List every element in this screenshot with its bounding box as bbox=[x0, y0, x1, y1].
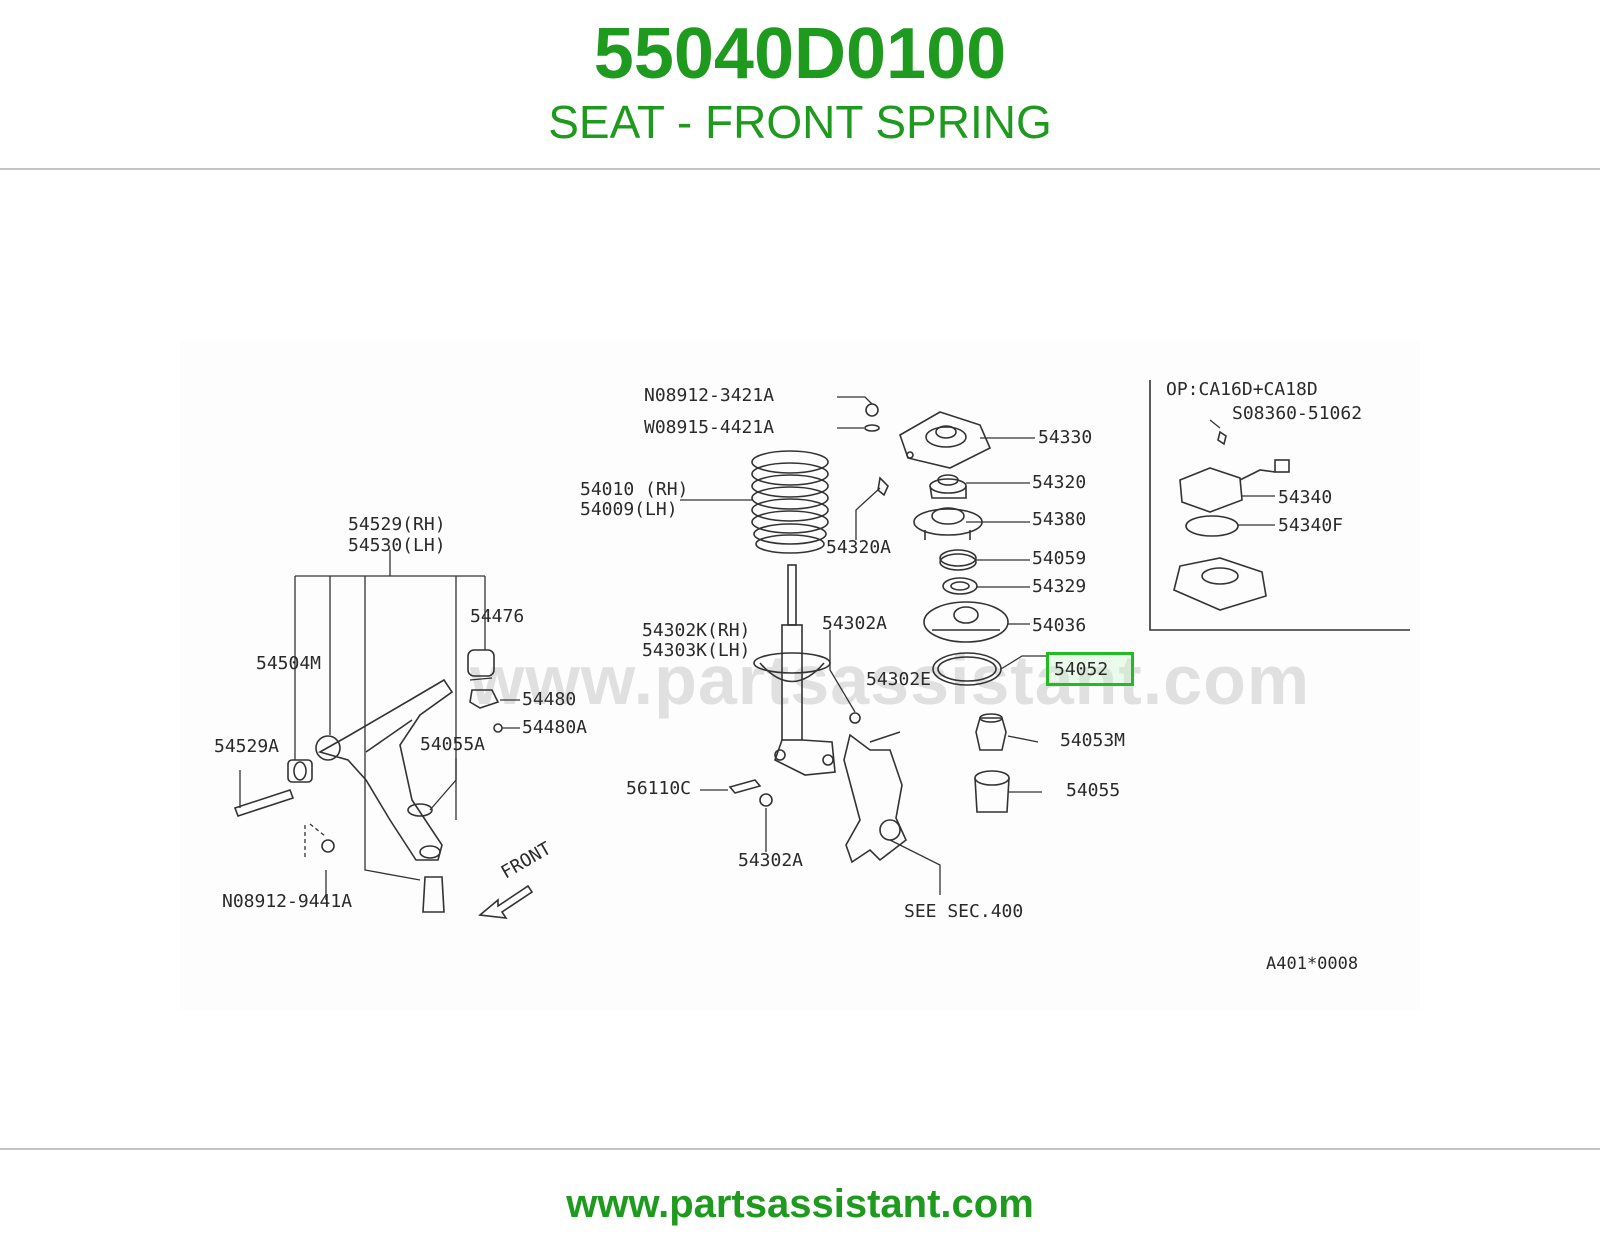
label-54320: 54320 bbox=[1032, 472, 1087, 493]
bolt-54529a bbox=[233, 789, 295, 817]
bolt-54302e bbox=[869, 731, 901, 743]
diagram-drawing bbox=[233, 380, 1410, 919]
label-54303k: 54303K(LH) bbox=[642, 640, 751, 661]
mount-54380 bbox=[913, 507, 983, 540]
label-54055a: 54055A bbox=[420, 734, 486, 755]
label-54380: 54380 bbox=[1032, 509, 1087, 530]
label-08912-9441a: N08912-9441A bbox=[222, 891, 353, 912]
label-54302a-bottom: 54302A bbox=[738, 850, 804, 871]
option-box-border bbox=[1149, 380, 1410, 631]
bushing-54504m bbox=[287, 759, 313, 783]
nut-54302a-lower bbox=[759, 793, 773, 807]
label-54480: 54480 bbox=[522, 689, 577, 710]
insulator-54052 bbox=[932, 652, 1002, 686]
strut-mount-54340 bbox=[1179, 459, 1290, 513]
label-54059: 54059 bbox=[1032, 548, 1087, 569]
bolt-56110c bbox=[728, 779, 762, 794]
label-54480a: 54480A bbox=[522, 717, 588, 738]
label-54476: 54476 bbox=[470, 606, 525, 627]
label-54010: 54010 (RH) bbox=[580, 479, 689, 500]
label-08915-4421a: W08915-4421A bbox=[644, 417, 775, 438]
watermark: www.partsassistant.com bbox=[469, 641, 1311, 719]
part-name-subtitle: SEAT - FRONT SPRING bbox=[548, 96, 1052, 148]
lower-control-arm bbox=[315, 678, 454, 861]
washer-08915 bbox=[864, 424, 880, 432]
label-54302a-top: 54302A bbox=[822, 613, 888, 634]
label-54340f: 54340F bbox=[1278, 515, 1344, 536]
label-see-sec-400: SEE SEC.400 bbox=[904, 901, 1024, 922]
footer-divider bbox=[0, 1148, 1600, 1150]
seat-54036 bbox=[923, 601, 1009, 643]
header-divider bbox=[0, 168, 1600, 170]
label-54529a: 54529A bbox=[214, 736, 280, 757]
bound-bumper-54053m bbox=[975, 713, 1007, 751]
bolt-54320a bbox=[877, 476, 889, 497]
nut-08912 bbox=[865, 403, 879, 417]
label-54052-highlighted[interactable]: 54052 bbox=[1054, 659, 1109, 680]
highlighted-part-box[interactable] bbox=[1046, 652, 1134, 686]
bolt-08360 bbox=[1217, 430, 1227, 446]
bearing-54320 bbox=[929, 474, 967, 499]
label-54329: 54329 bbox=[1032, 576, 1087, 597]
clamp-54480 bbox=[469, 689, 500, 709]
nut-54302a bbox=[849, 712, 861, 724]
dust-cover-54055 bbox=[974, 770, 1010, 813]
front-arrow bbox=[478, 884, 534, 919]
label-option-engines: OP:CA16D+CA18D bbox=[1166, 379, 1318, 400]
label-54036: 54036 bbox=[1032, 615, 1087, 636]
seal-54059 bbox=[939, 549, 977, 571]
mount-option bbox=[1173, 557, 1267, 611]
bushing-54476 bbox=[467, 649, 495, 677]
seat-54340f bbox=[1185, 515, 1239, 537]
part-number-title: 55040D0100 bbox=[593, 14, 1007, 94]
label-08360-51062: S08360-51062 bbox=[1232, 403, 1363, 424]
washer-54055a bbox=[407, 803, 433, 817]
strut-assembly bbox=[753, 564, 836, 776]
label-54302e: 54302E bbox=[866, 669, 932, 690]
label-54530: 54530(LH) bbox=[348, 535, 446, 556]
ball-joint bbox=[422, 876, 445, 913]
label-54009: 54009(LH) bbox=[580, 499, 678, 520]
label-54320a: 54320A bbox=[826, 537, 892, 558]
label-54053m: 54053M bbox=[1060, 730, 1126, 751]
label-56110c: 56110C bbox=[626, 778, 692, 799]
label-54330: 54330 bbox=[1038, 427, 1093, 448]
label-54529: 54529(RH) bbox=[348, 514, 446, 535]
coil-spring bbox=[751, 450, 829, 554]
bolt-54480a bbox=[493, 723, 503, 733]
label-54055: 54055 bbox=[1066, 780, 1121, 801]
label-54504m: 54504M bbox=[256, 653, 322, 674]
label-08912-3421a: N08912-3421A bbox=[644, 385, 775, 406]
bearing-54329 bbox=[942, 577, 978, 595]
label-54340: 54340 bbox=[1278, 487, 1333, 508]
label-54302k: 54302K(RH) bbox=[642, 620, 751, 641]
strut-mount-54330 bbox=[899, 411, 992, 469]
footer-site-url[interactable]: www.partsassistant.com bbox=[566, 1182, 1034, 1226]
nut-08912-9441a bbox=[321, 839, 335, 853]
diagram-reference-code: A401*0008 bbox=[1266, 954, 1359, 974]
exploded-parts-diagram: www.partsassistant.com bbox=[180, 340, 1420, 1010]
